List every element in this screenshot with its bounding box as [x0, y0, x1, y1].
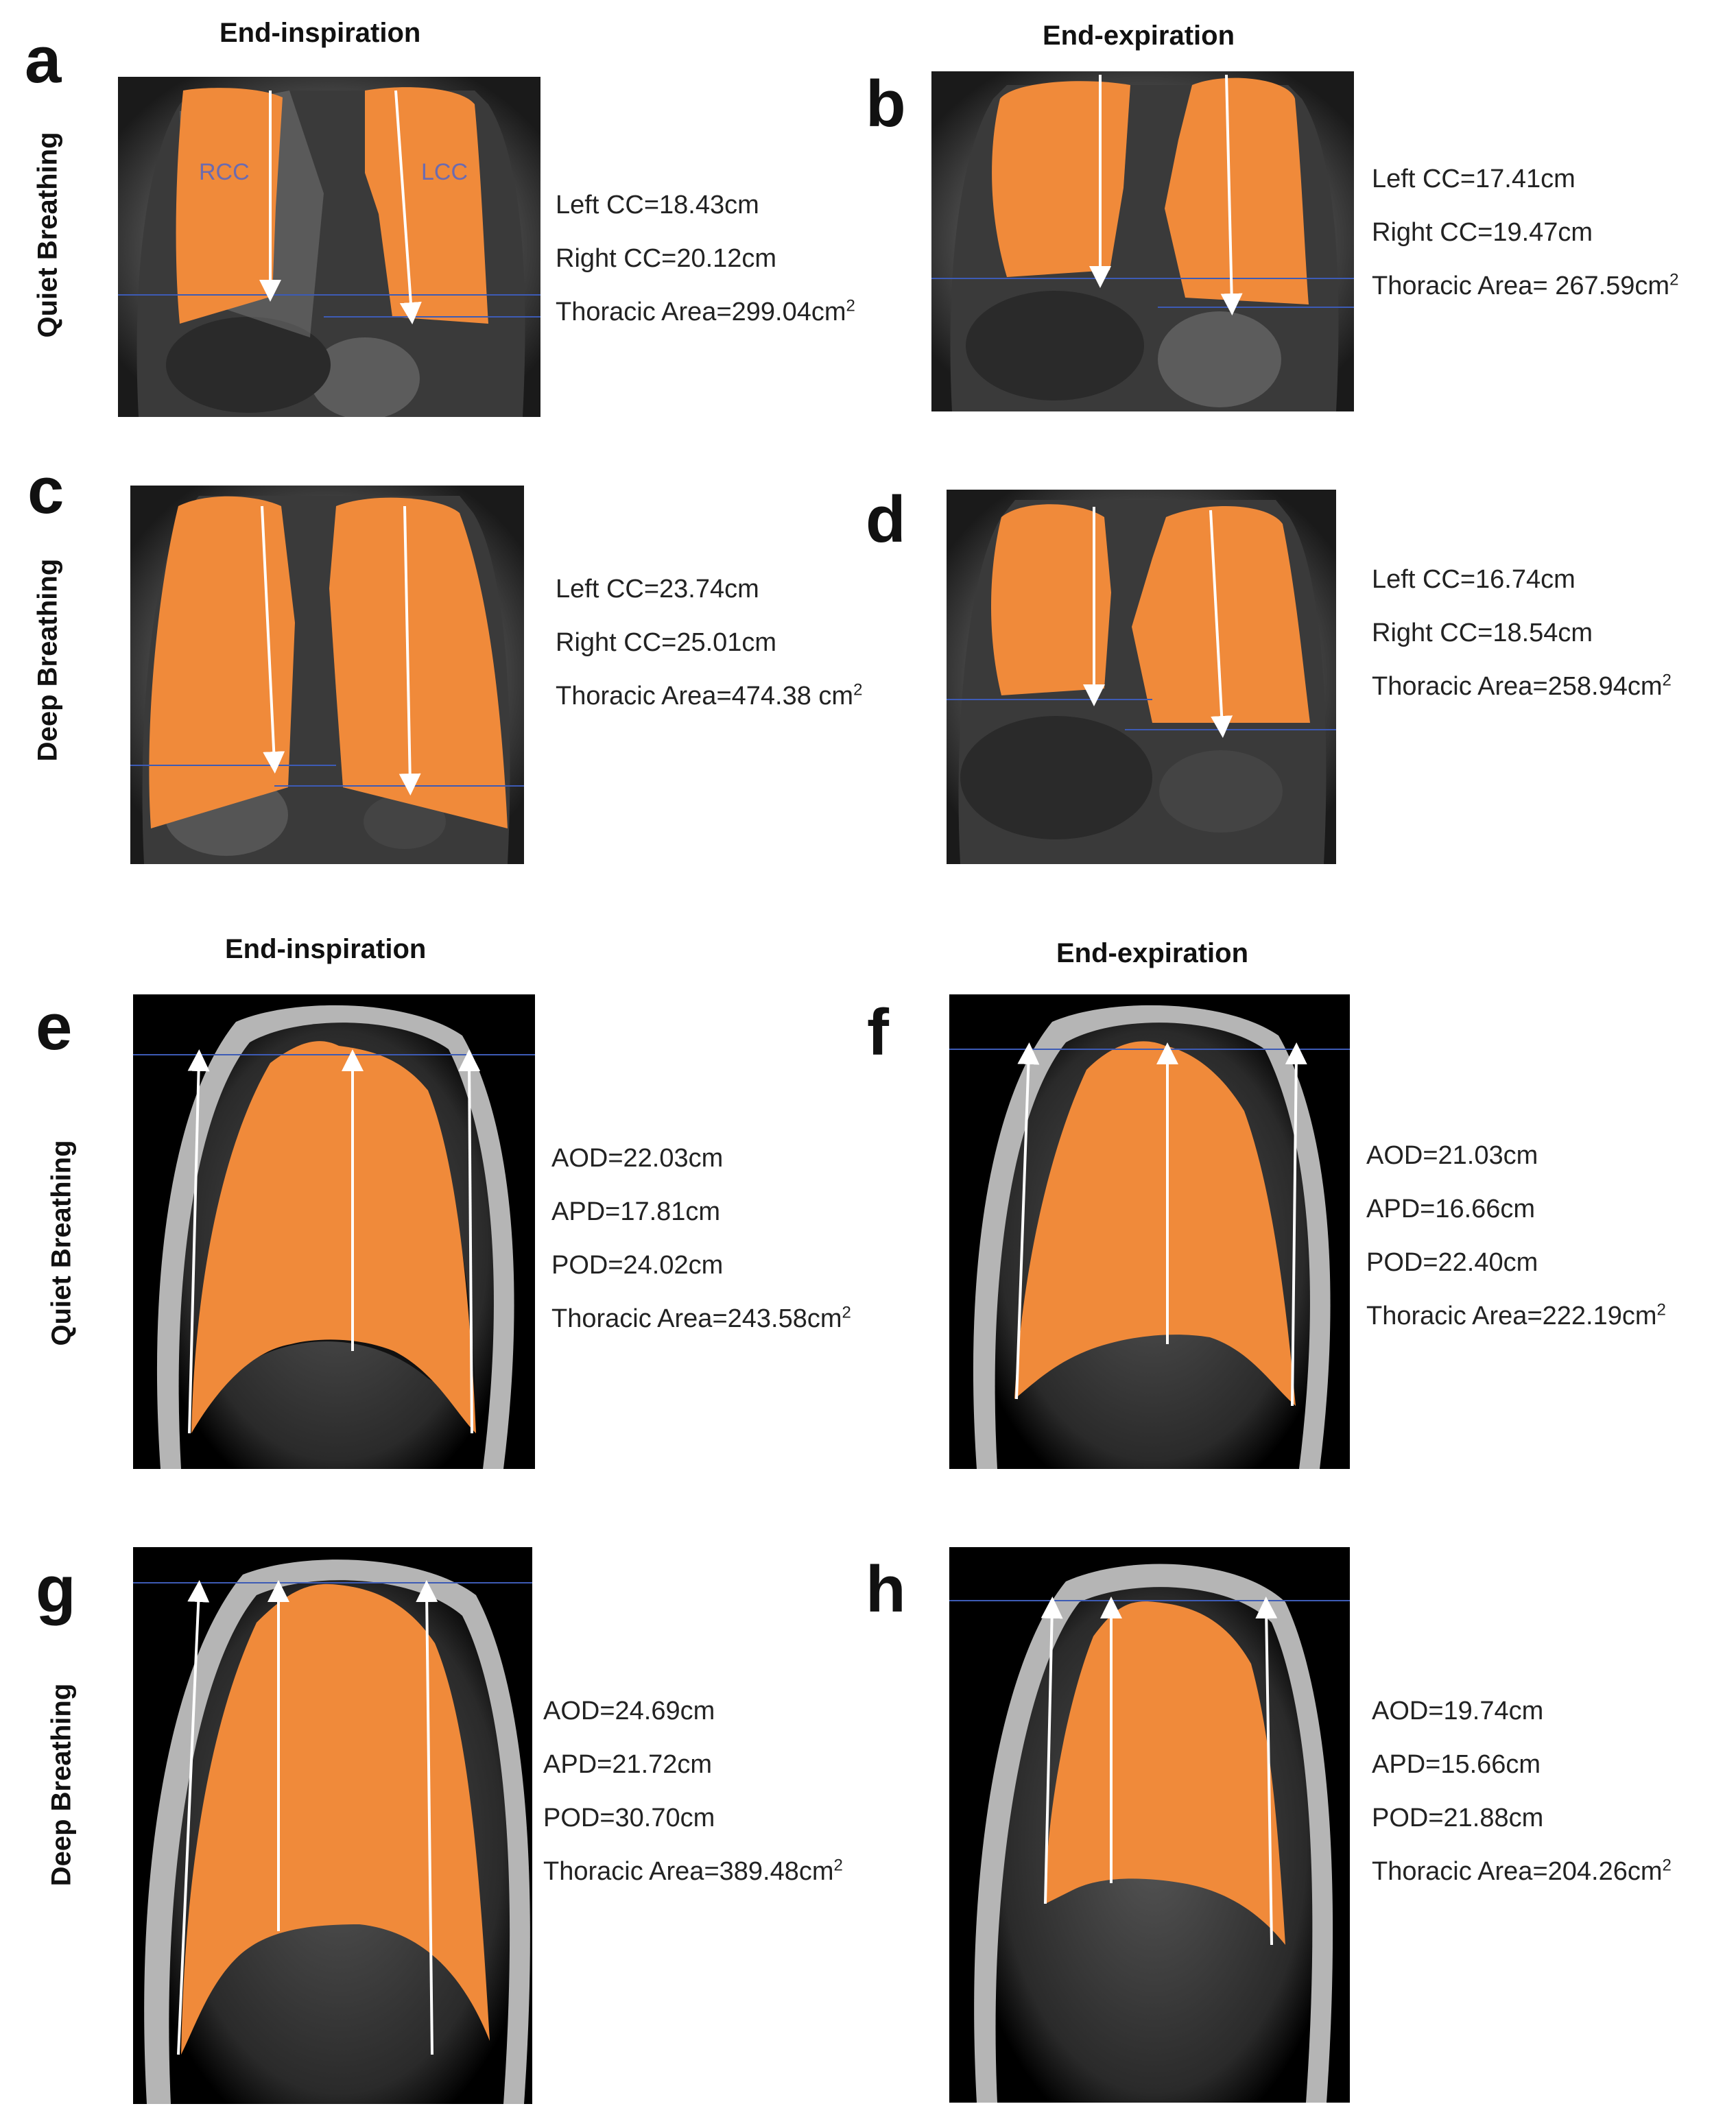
- measure-d-3: Thoracic Area=258.94cm2: [1372, 671, 1672, 701]
- mri-image-b: [931, 71, 1354, 411]
- measure-f-4: Thoracic Area=222.19cm2: [1366, 1300, 1666, 1330]
- measures-d: Left CC=16.74cm Right CC=18.54cm Thoraci…: [1372, 553, 1672, 713]
- measure-e-3: POD=24.02cm: [551, 1251, 724, 1280]
- lung-left-d: [1132, 505, 1310, 723]
- measure-f-2: APD=16.66cm: [1366, 1195, 1536, 1223]
- arrow-lcc-a: [394, 90, 422, 324]
- row-label-deep-top: Deep Breathing: [32, 558, 63, 762]
- measure-h-2: APD=15.66cm: [1372, 1750, 1541, 1779]
- measure-d-2: Right CC=18.54cm: [1372, 619, 1593, 647]
- lung-g: [181, 1583, 490, 2055]
- measures-e: AOD=22.03cm APD=17.81cm POD=24.02cm Thor…: [551, 1132, 851, 1346]
- label-rcc: RCC: [199, 159, 250, 185]
- measure-a-3: Thoracic Area=299.04cm2: [556, 296, 855, 326]
- measure-g-4: Thoracic Area=389.48cm2: [543, 1856, 843, 1886]
- lung-e: [191, 1041, 476, 1433]
- arrow-lcc-b: [1220, 74, 1243, 315]
- mri-image-h: [949, 1547, 1350, 2103]
- arrow-aod-e: [187, 1049, 210, 1434]
- lung-left-c: [329, 497, 508, 828]
- arrow-lcc-d: [1209, 510, 1233, 738]
- header-end-expiration-bottom: End-expiration: [1056, 938, 1249, 968]
- measure-h-1: AOD=19.74cm: [1372, 1697, 1544, 1725]
- measure-g-3: POD=30.70cm: [543, 1804, 715, 1832]
- measure-c-1: Left CC=23.74cm: [556, 575, 759, 603]
- row-label-quiet-top: Quiet Breathing: [32, 132, 63, 338]
- label-lcc: LCC: [421, 159, 468, 185]
- header-end-inspiration-top: End-inspiration: [219, 18, 421, 48]
- panel-letter-g: g: [36, 1553, 76, 1626]
- measure-f-3: POD=22.40cm: [1366, 1248, 1538, 1277]
- measure-e-1: AOD=22.03cm: [551, 1144, 724, 1173]
- measure-g-1: AOD=24.69cm: [543, 1697, 715, 1725]
- arrow-aod-f: [1015, 1042, 1040, 1400]
- row-label-quiet-bottom: Quiet Breathing: [46, 1140, 77, 1346]
- measure-h-3: POD=21.88cm: [1372, 1804, 1544, 1832]
- mri-image-e: [133, 994, 535, 1469]
- mri-image-c: [130, 486, 524, 864]
- mri-image-f: [949, 994, 1350, 1469]
- panel-letter-b: b: [866, 67, 906, 141]
- lung-h: [1045, 1601, 1285, 1945]
- measure-b-2: Right CC=19.47cm: [1372, 218, 1593, 247]
- mri-image-a: [118, 77, 540, 417]
- arrow-pod-h: [1255, 1597, 1278, 1946]
- measure-g-2: APD=21.72cm: [543, 1750, 713, 1779]
- measures-a: Left CC=18.43cm Right CC=20.12cm Thoraci…: [556, 178, 855, 339]
- lung-right-b: [992, 81, 1130, 277]
- measure-h-4: Thoracic Area=204.26cm2: [1372, 1856, 1672, 1886]
- header-end-inspiration-bottom: End-inspiration: [225, 934, 427, 964]
- lung-right-d: [991, 504, 1111, 695]
- lung-left-a: [365, 87, 488, 324]
- measure-a-2: Right CC=20.12cm: [556, 244, 777, 273]
- panel-letter-a: a: [25, 23, 62, 97]
- arrow-pod-e: [458, 1049, 481, 1434]
- measure-f-1: AOD=21.03cm: [1366, 1141, 1538, 1170]
- mri-image-d: [947, 490, 1336, 864]
- mri-image-g: [133, 1547, 532, 2104]
- measure-b-3: Thoracic Area= 267.59cm2: [1372, 270, 1679, 300]
- panel-letter-d: d: [866, 483, 906, 556]
- arrow-rcc-c: [261, 505, 285, 774]
- arrow-pod-g: [416, 1580, 438, 2055]
- arrow-pod-f: [1285, 1042, 1307, 1407]
- lung-right-a: [176, 88, 283, 324]
- lung-right-c: [149, 496, 295, 828]
- measure-e-2: APD=17.81cm: [551, 1197, 721, 1226]
- measure-b-1: Left CC=17.41cm: [1372, 165, 1576, 193]
- panel-letter-e: e: [36, 990, 73, 1064]
- measure-c-3: Thoracic Area=474.38 cm2: [556, 680, 863, 710]
- measures-c: Left CC=23.74cm Right CC=25.01cm Thoraci…: [556, 562, 862, 723]
- lung-left-b: [1165, 77, 1309, 304]
- panel-letter-c: c: [27, 454, 64, 527]
- measure-e-4: Thoracic Area=243.58cm2: [551, 1303, 851, 1333]
- arrow-aod-g: [177, 1580, 210, 2055]
- measure-c-2: Right CC=25.01cm: [556, 628, 777, 657]
- header-end-expiration-top: End-expiration: [1043, 21, 1235, 51]
- panel-letter-h: h: [866, 1553, 906, 1626]
- measures-b: Left CC=17.41cm Right CC=19.47cm Thoraci…: [1372, 152, 1678, 313]
- measure-d-1: Left CC=16.74cm: [1372, 565, 1576, 594]
- measures-f: AOD=21.03cm APD=16.66cm POD=22.40cm Thor…: [1366, 1129, 1666, 1343]
- panel-letter-f: f: [867, 996, 889, 1069]
- arrow-aod-h: [1041, 1597, 1063, 1904]
- measure-a-1: Left CC=18.43cm: [556, 191, 759, 219]
- measures-g: AOD=24.69cm APD=21.72cm POD=30.70cm Thor…: [543, 1684, 843, 1898]
- row-label-deep-bottom: Deep Breathing: [46, 1683, 77, 1887]
- arrow-lcc-c: [399, 505, 421, 796]
- lung-f: [1014, 1041, 1296, 1406]
- measures-h: AOD=19.74cm APD=15.66cm POD=21.88cm Thor…: [1372, 1684, 1672, 1898]
